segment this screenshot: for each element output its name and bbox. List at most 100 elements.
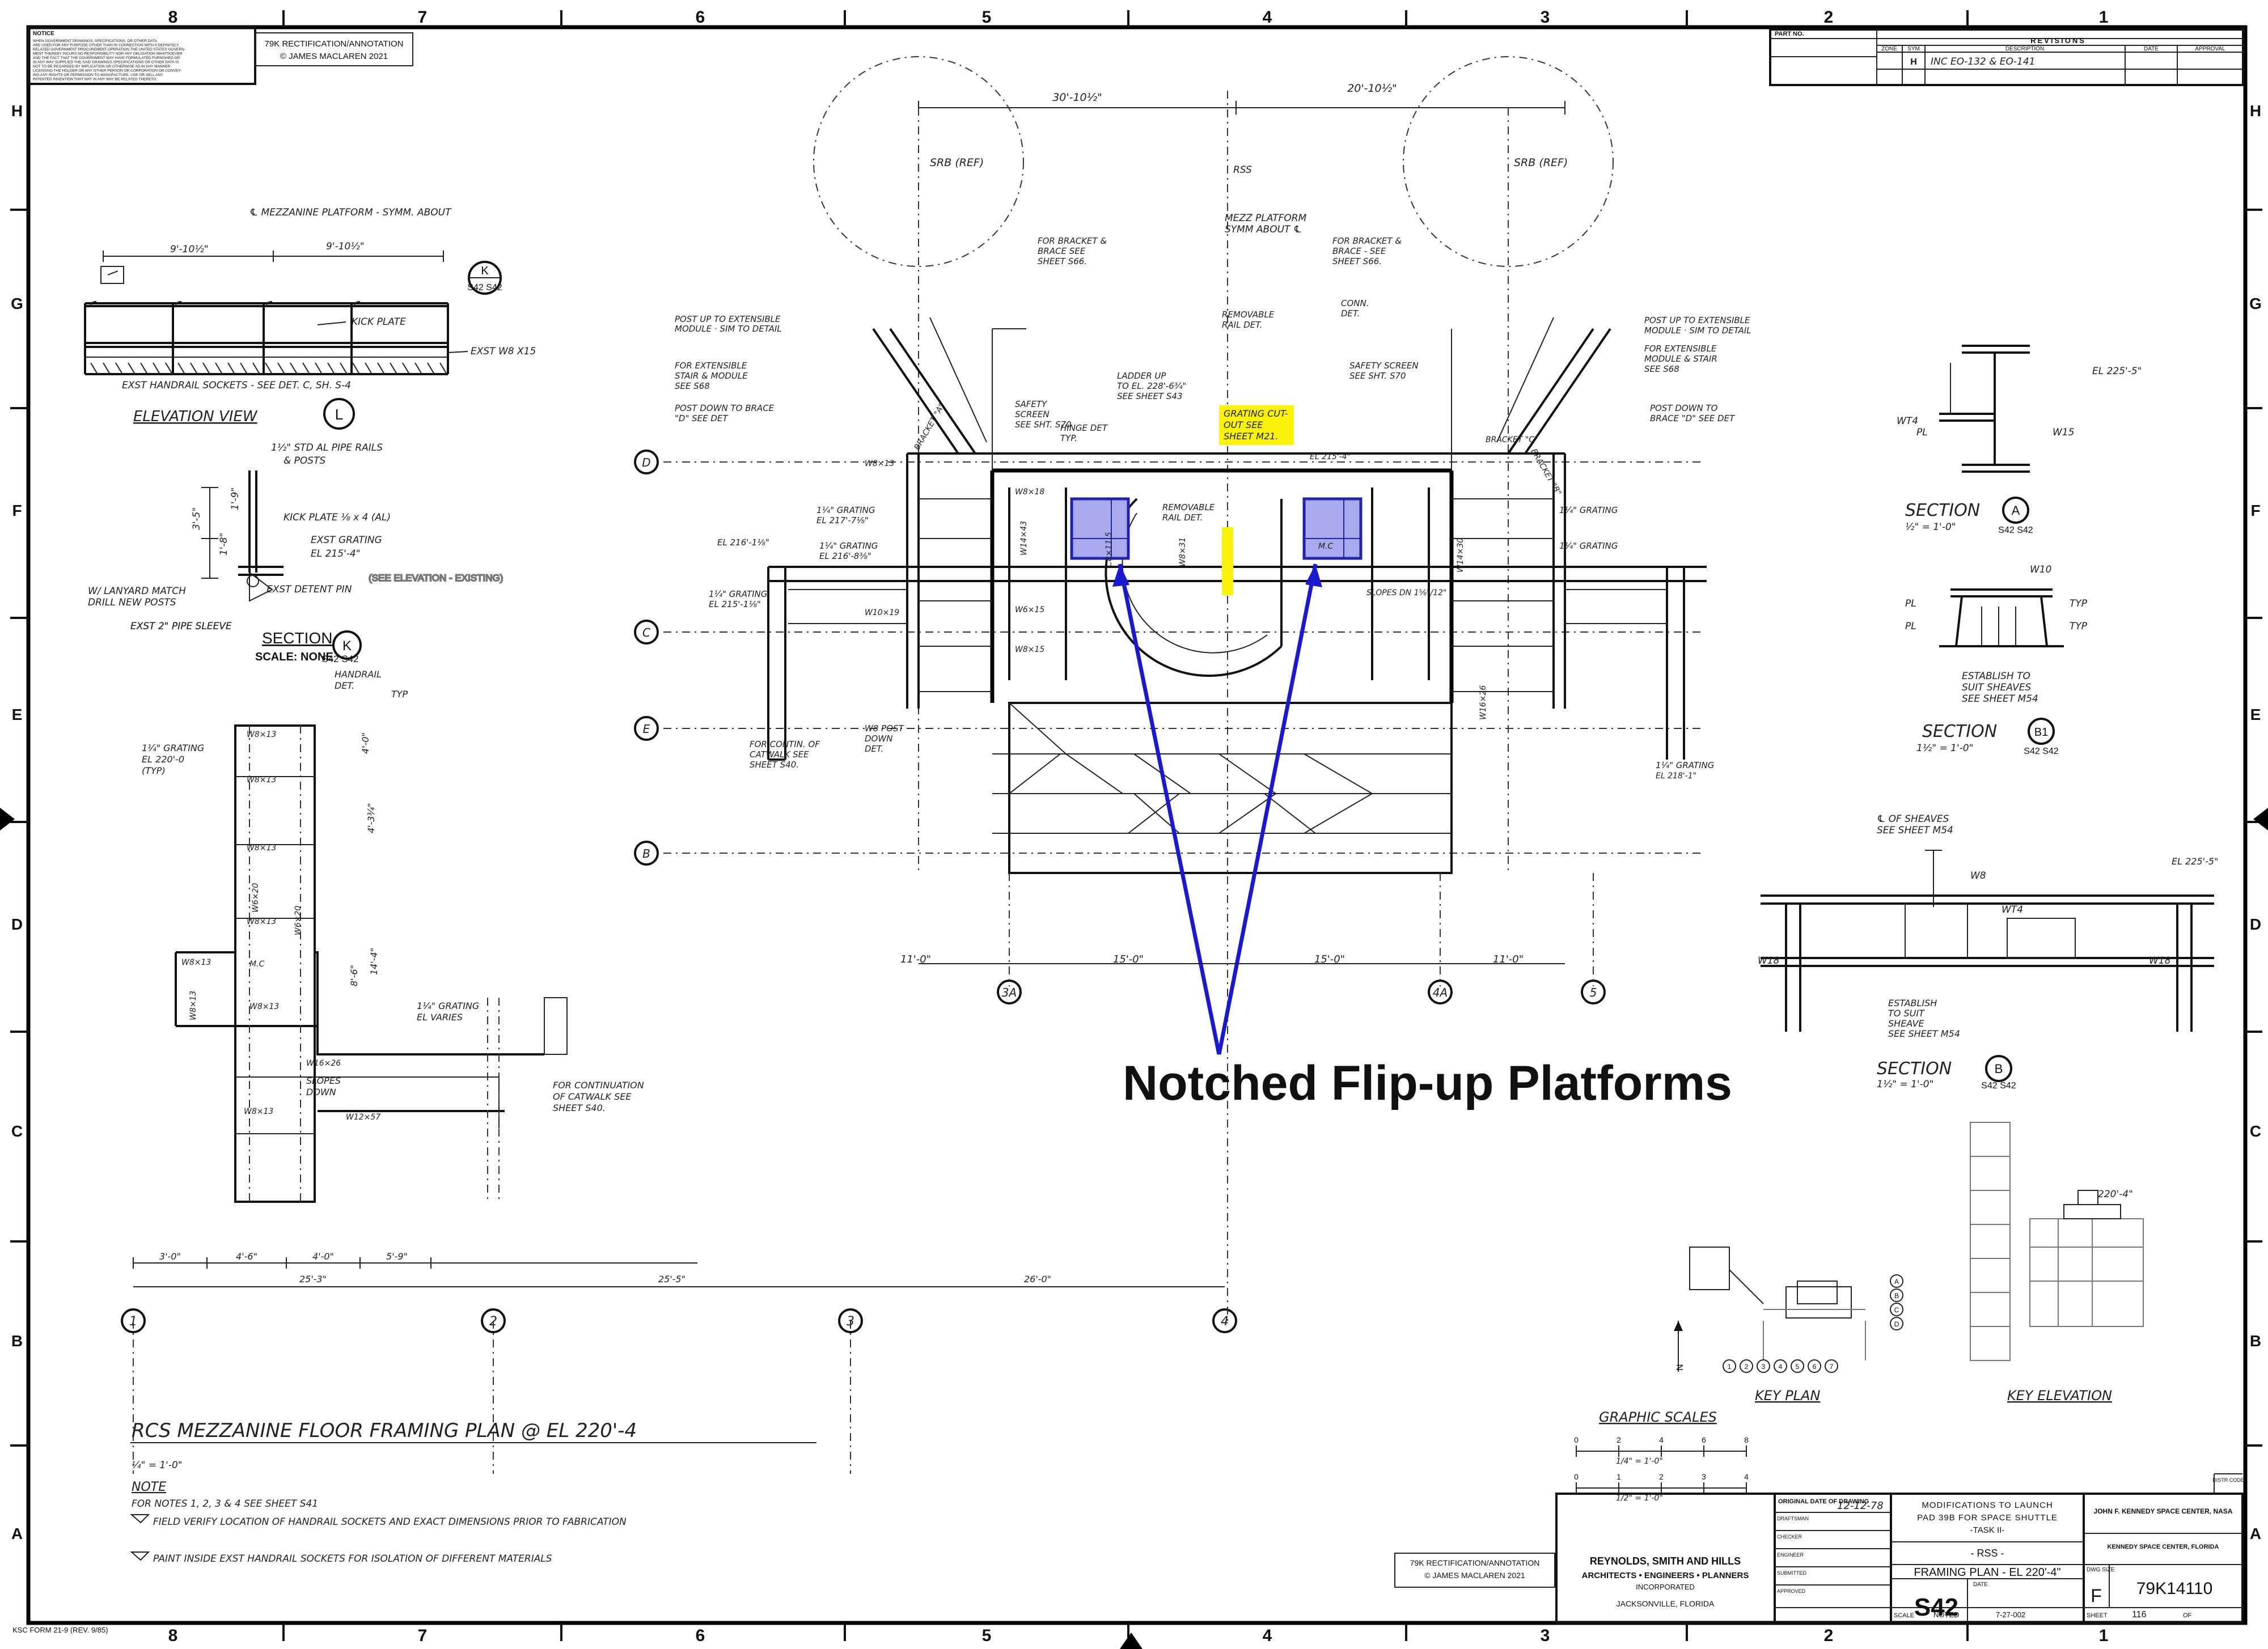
el-note: EL 218'-1" <box>1656 771 1696 781</box>
section-a: EL 225'-5" WT4 PL W15 SECTION A ½" = 1'-… <box>1897 345 2142 535</box>
tb-sheet-label: SHEET <box>2087 1612 2108 1619</box>
border-col-top: 2 <box>1824 8 1834 27</box>
border-row-right: B <box>2250 1332 2261 1350</box>
rev-col-zone: ZONE <box>1881 46 1897 52</box>
key-bubble: A <box>1894 1278 1899 1286</box>
key-bubble: 1 <box>1728 1363 1732 1371</box>
sb-label-6: SUIT SHEAVES <box>1962 682 2032 693</box>
srb-right-label: SRB (REF) <box>1514 156 1568 169</box>
graphic-scale-2-label: 1/2" = 1'-0" <box>1616 1494 1663 1503</box>
border-col-top: 8 <box>168 8 178 27</box>
notice-line: LICENSING THE HOLDER OR ANY OTHER PERSON… <box>33 69 181 73</box>
catwalk-note: TYP <box>391 689 408 700</box>
catwalk-side-dim: 4'-0" <box>360 732 371 754</box>
section-k-note: & POSTS <box>284 455 325 467</box>
plan-member: SLOPES DN 1⅝"/12" <box>1366 588 1447 597</box>
catwalk-dim: 4'-0" <box>312 1251 334 1262</box>
sc-label-8: SHEAVE <box>1888 1018 1924 1029</box>
mezz-note-1: MEZZ PLATFORM <box>1225 213 1307 224</box>
tb-sheet: 116 <box>2132 1610 2147 1620</box>
catwalk-note: FOR CONTIN. OF <box>750 739 820 749</box>
plan-note-right: RAIL DET. <box>1222 320 1262 330</box>
sb-title: SECTION <box>1922 722 1997 741</box>
plan-member: M.C <box>1318 542 1334 551</box>
section-k-scale: SCALE: NONE <box>255 651 333 663</box>
agency-line1: JOHN F. KENNEDY SPACE CENTER, NASA <box>2094 1507 2233 1515</box>
firm-line2: ARCHITECTS • ENGINEERS • PLANNERS <box>1582 1571 1749 1580</box>
plan-member: BRACKET "A" <box>913 402 947 452</box>
plan-member: W16×26 <box>1479 685 1488 720</box>
border-col-bottom: 1 <box>2099 1626 2109 1645</box>
notice-line: IN ANY WAY SUPPLIED THE SAID DRAWINGS SP… <box>33 61 179 65</box>
plan-member: W8×31 <box>1178 537 1187 567</box>
catwalk-member: W6×20 <box>251 883 260 913</box>
rev-col-sym: SYM <box>1907 46 1920 52</box>
notes-line0: FOR NOTES 1, 2, 3 & 4 SEE SHEET S41 <box>132 1498 318 1510</box>
dwg-number: 79K14110 <box>2136 1579 2213 1598</box>
grid-bubble: C <box>642 626 650 639</box>
elev-label-kickplate: KICK PLATE <box>352 316 406 328</box>
notice-line: WHEN GOVERNMENT DRAWINGS, SPECIFICATIONS… <box>33 39 158 43</box>
grid-bubble-circle <box>1740 1359 1753 1373</box>
plan-note-mid: TO EL. 228'-6¾" <box>1117 381 1186 391</box>
plan-note-left: SEE S68 <box>675 381 710 391</box>
plan-note-right: CONN. <box>1341 298 1369 308</box>
plan-grid-dim: 11'-0" <box>900 953 931 965</box>
section-k-note: 1½" STD AL PIPE RAILS <box>271 442 383 453</box>
graphic-scale-1-label: 1/4" = 1'-0" <box>1616 1457 1663 1466</box>
part-no-label: PART NO. <box>1775 31 1804 37</box>
plan-member: BRACKET "B" <box>1529 447 1563 497</box>
plan-member: W8×15 <box>1015 645 1044 654</box>
border-row-right: F <box>2250 502 2260 519</box>
catwalk-side-dim: 4'-3¾" <box>366 803 376 833</box>
annotation-label: Notched Flip-up Platforms <box>1123 1056 1732 1110</box>
border-row-right: D <box>2250 915 2261 933</box>
elev-label-w8: EXST W8 X15 <box>471 346 536 357</box>
catwalk-member: W8×13 <box>247 917 276 926</box>
catwalk-member: W12×57 <box>346 1113 380 1122</box>
sc-label-7: TO SUIT <box>1888 1008 1925 1019</box>
plan-note-mid: SEE SHEET S43 <box>1117 391 1183 401</box>
revisions-block: PART NO. REVISIONS ZONE SYM DESCRIPTION … <box>1769 28 2244 86</box>
sb-label-0: W10 <box>2030 564 2051 575</box>
section-b1: W10 PL PL TYP TYP ESTABLISH TO SUIT SHEA… <box>1905 564 2088 756</box>
catwalk-note: (TYP) <box>142 765 166 776</box>
key-bubble: 2 <box>1745 1363 1749 1371</box>
border-col-bottom: 7 <box>418 1626 428 1645</box>
section-k-note: EXST 2" PIPE SLEEVE <box>130 621 232 632</box>
plan-dim-top-left: 30'-10½" <box>1052 91 1102 104</box>
plan-note-left: POST UP TO EXTENSIBLE <box>675 314 781 324</box>
border-row-left: B <box>11 1332 23 1350</box>
plan-note-right: SAFETY SCREEN <box>1349 361 1419 371</box>
project-line1: MODIFICATIONS TO LAUNCH <box>1922 1500 2053 1510</box>
svg-text:K: K <box>481 265 489 277</box>
plan-member: W8×13 <box>865 459 894 468</box>
catwalk-member: W8×13 <box>247 730 276 739</box>
elev-view-title: ELEVATION VIEW <box>133 408 258 425</box>
sc-ref: B <box>1995 1062 2003 1076</box>
plan-note-mid: SHEET S66. <box>1038 256 1087 266</box>
catwalk-note: SLOPES <box>306 1075 341 1086</box>
catwalk-note: OF CATWALK SEE <box>553 1091 632 1102</box>
firm-line4: JACKSONVILLE, FLORIDA <box>1617 1599 1715 1608</box>
sb-scale: 1½" = 1'-0" <box>1916 743 1973 754</box>
plan-member: W14×30 <box>1456 538 1465 573</box>
srb-left-label: SRB (REF) <box>930 156 984 169</box>
border-col-bottom: 6 <box>696 1626 705 1645</box>
sc-label-3: WT4 <box>2002 904 2023 915</box>
sk-dim-3: 1'-9" <box>230 488 241 510</box>
catwalk-member: W8×13 <box>244 1107 273 1116</box>
sb-label-2: PL <box>1905 621 1916 632</box>
section-k-note: KICK PLATE ⅛ x 4 (AL) <box>284 512 391 523</box>
catwalk-note: SHEET S40. <box>553 1103 606 1113</box>
scale-tick: 1 <box>1617 1472 1621 1481</box>
catwalk-note: CATWALK SEE <box>750 749 809 760</box>
grating-note: EL 216'-1⅛" <box>717 537 769 548</box>
grid-bubble-circle <box>1757 1359 1770 1373</box>
key-north: N <box>1675 1364 1685 1371</box>
plan-note-right: MODULE · SIM TO DETAIL <box>1644 325 1751 336</box>
elev-label-sockets: EXST HANDRAIL SOCKETS - SEE DET. C, SH. … <box>122 380 351 391</box>
elev-dim-right: 9'-10½" <box>326 241 365 252</box>
